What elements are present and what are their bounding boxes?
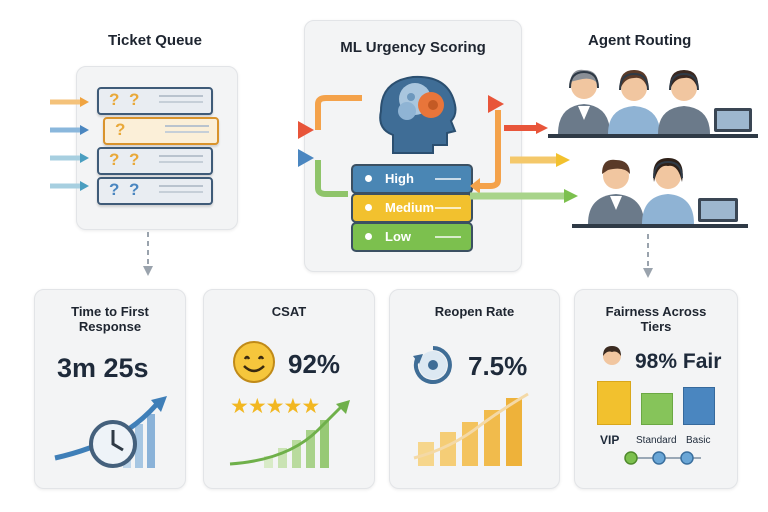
csat-value: 92% [288,349,341,379]
tier-dot [365,175,372,182]
ticket-text-lines [159,95,203,97]
star-rating: ★★★★★ [230,394,320,419]
bar-standard [641,393,673,425]
csat-title: CSAT [271,304,307,319]
tier-medium[interactable]: Medium [351,193,473,223]
ticket-card[interactable]: ? ? [97,147,213,175]
ticket-queue-title: Ticket Queue [108,32,202,49]
agent-team-top-icon [548,69,758,138]
question-mark-icon: ? [109,180,120,199]
laptop-icon [714,108,752,132]
star-icon: ★ [265,395,285,418]
question-mark-icon: ? [129,150,140,169]
metric-card-ttfr: Time to First Response 3m 25s [34,289,186,489]
fairness-value: 98% Fair [635,350,722,373]
metric-card-fairness: Fairness Across Tiers 98% Fair VIP Stand… [574,289,738,489]
tier-dash [435,236,461,238]
ticket-text-lines [159,155,203,157]
vip-label: VIP [600,433,620,447]
bar-basic [683,387,715,425]
clock-trend-icon [54,396,167,468]
tier-medium-label: Medium [385,200,435,215]
star-icon: ★ [230,395,249,418]
tier-dot [365,233,372,240]
question-mark-icon: ? [129,90,140,109]
question-mark-icon: ? [115,120,126,139]
reopen-trend-chart [413,392,529,466]
ticket-card[interactable]: ? ? [97,87,213,115]
agent-avatar [588,159,644,224]
question-mark-icon: ? [129,180,140,199]
laptop-icon [698,198,738,222]
ttfr-value: 3m 25s [57,353,149,383]
smiley-icon [233,341,275,383]
agent-avatar [642,158,694,224]
agent-avatar [608,70,660,134]
tier-dash [435,207,461,209]
basic-label: Basic [686,435,711,446]
ticket-card[interactable]: ? [103,117,219,145]
tier-low-label: Low [385,229,411,244]
tier-dot [365,204,372,211]
agent-avatar [658,70,710,134]
metric-card-csat: CSAT 92% ★★★★★ [203,289,375,489]
tier-high[interactable]: High [351,164,473,194]
ttfr-title: Time to First Response [71,304,149,334]
ml-scoring-title: ML Urgency Scoring [340,39,486,56]
star-icon: ★ [283,395,302,418]
person-icon [603,346,621,365]
question-mark-icon: ? [109,150,120,169]
ticket-text-lines [159,185,203,187]
agent-avatar [558,69,610,134]
ticket-queue-panel: ? ? ? ? ? ? ? [76,66,238,230]
refresh-icon [413,346,452,384]
tier-low[interactable]: Low [351,222,473,252]
agent-team-bottom-icon [572,158,748,228]
tier-high-label: High [385,171,414,186]
ml-scoring-panel: ML Urgency Scoring High Medium Low [304,20,522,272]
fairness-title: Fairness Across Tiers [605,304,707,334]
metric-card-reopen: Reopen Rate 7.5% [389,289,560,489]
agent-routing-title: Agent Routing [588,32,692,49]
ticket-card[interactable]: ? ? [97,177,213,205]
brain-head-icon [379,75,457,154]
ticket-text-lines [165,125,209,127]
question-mark-icon: ? [109,90,120,109]
star-icon: ★ [301,395,320,418]
csat-trend-chart [229,400,350,468]
tier-slider[interactable] [621,451,705,465]
tier-dash [435,178,461,180]
reopen-value: 7.5% [468,351,528,381]
bar-vip [597,381,631,425]
reopen-title: Reopen Rate [434,304,515,319]
standard-label: Standard [636,435,677,446]
star-icon: ★ [247,395,267,418]
